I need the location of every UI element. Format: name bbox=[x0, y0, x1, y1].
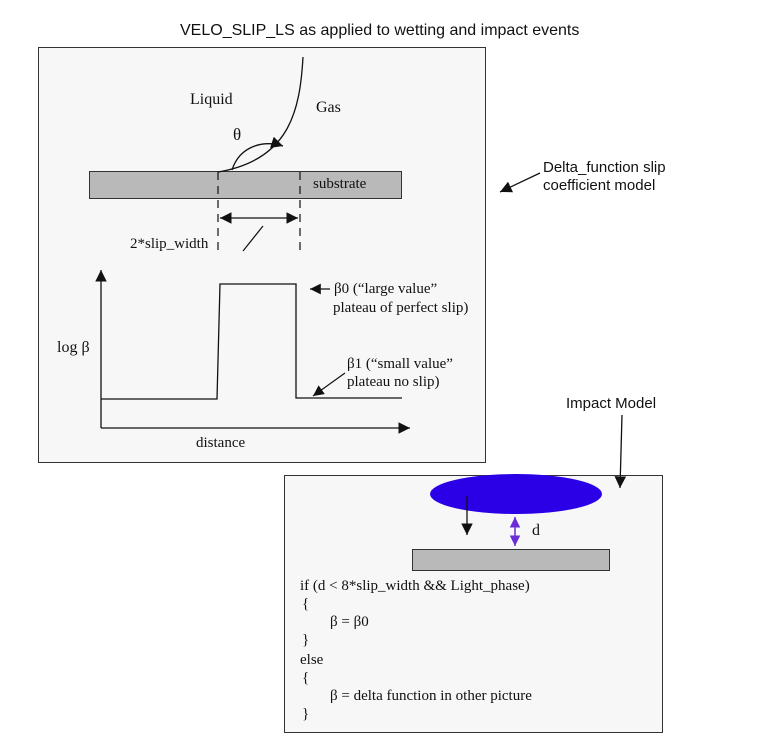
beta1-pointer bbox=[312, 372, 346, 397]
liquid-label: Liquid bbox=[190, 91, 233, 108]
impact-substrate-bar bbox=[412, 549, 610, 571]
x-axis-label: distance bbox=[196, 435, 246, 451]
beta0-label-line1: β0 (“large value” bbox=[334, 281, 438, 297]
beta1-label-line2: plateau no slip) bbox=[347, 374, 440, 390]
code-line-4: } bbox=[302, 632, 310, 648]
slip-width-label: 2*slip_width bbox=[130, 236, 209, 252]
substrate-bar bbox=[89, 171, 402, 199]
code-line-6: { bbox=[302, 670, 310, 686]
code-line-7: β = delta function in other picture bbox=[330, 688, 532, 704]
gap-label: d bbox=[532, 522, 540, 539]
beta0-label-line2: plateau of perfect slip) bbox=[333, 300, 469, 316]
delta-callout-line1: Delta_function slip bbox=[543, 159, 666, 176]
gas-label: Gas bbox=[316, 99, 341, 116]
contact-angle-arc bbox=[231, 136, 284, 171]
impact-callout-arrow bbox=[614, 414, 627, 489]
delta-model-panel bbox=[38, 47, 486, 463]
theta-symbol: θ bbox=[233, 125, 242, 144]
beta-step-curve bbox=[101, 283, 402, 400]
code-line-8: } bbox=[302, 706, 310, 722]
code-line-3: β = β0 bbox=[330, 614, 369, 630]
impact-model-panel bbox=[284, 475, 663, 733]
delta-callout-arrow bbox=[499, 172, 541, 193]
code-line-5: else bbox=[300, 652, 324, 668]
interface-curve bbox=[217, 56, 304, 173]
droplet bbox=[430, 474, 602, 514]
delta-callout-line2: coefficient model bbox=[543, 177, 656, 194]
y-axis-label: log β bbox=[57, 339, 90, 356]
diagram-title: VELO_SLIP_LS as applied to wetting and i… bbox=[180, 22, 580, 39]
code-line-1: if (d < 8*slip_width && Light_phase) bbox=[300, 578, 530, 594]
slip-width-leader bbox=[242, 225, 264, 252]
beta1-label-line1: β1 (“small value” bbox=[347, 356, 453, 372]
substrate-label: substrate bbox=[313, 176, 367, 192]
code-line-2: { bbox=[302, 596, 310, 612]
impact-callout: Impact Model bbox=[566, 395, 657, 412]
